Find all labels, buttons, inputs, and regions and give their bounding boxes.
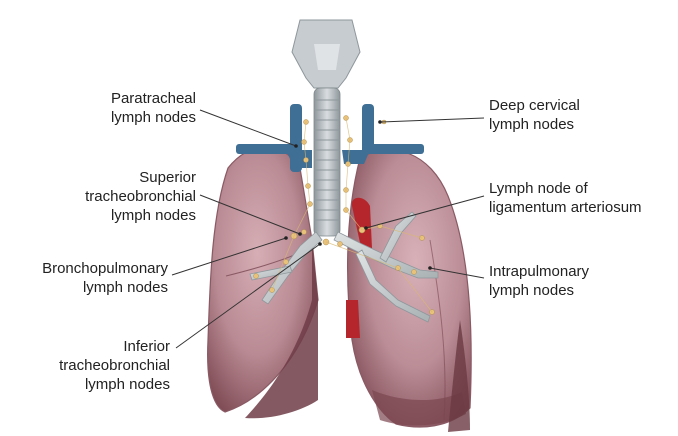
leader-deep-cervical (380, 118, 484, 122)
larynx (292, 20, 360, 88)
leader-paratracheal (200, 110, 296, 146)
left-lung (208, 147, 318, 418)
right-lung (348, 150, 472, 432)
trachea (314, 88, 340, 236)
